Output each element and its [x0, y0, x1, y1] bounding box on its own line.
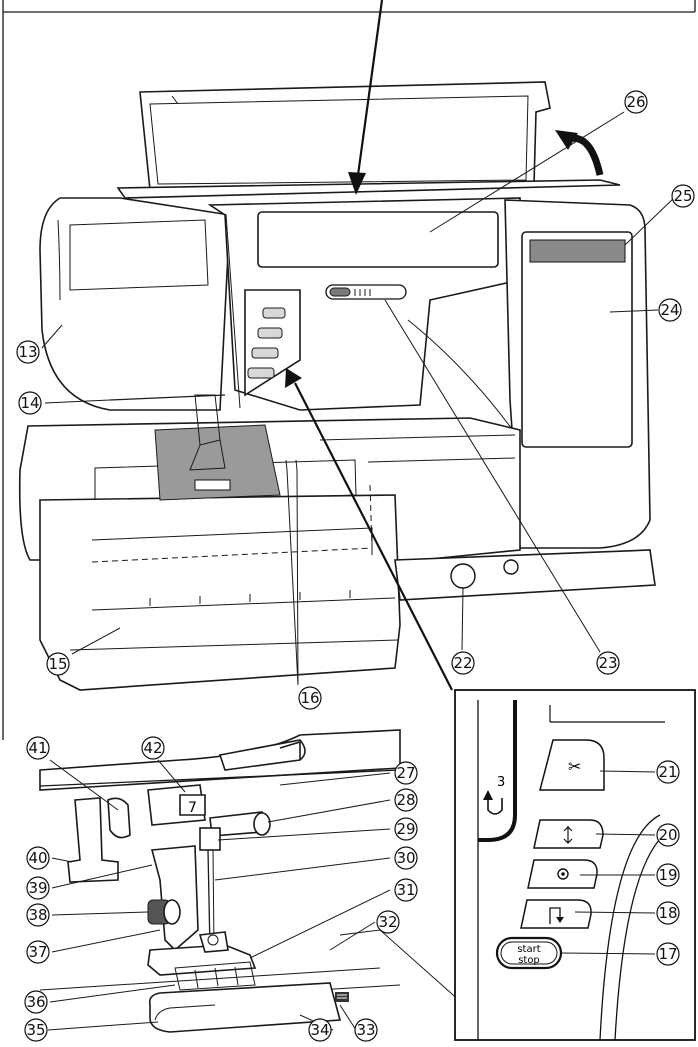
callout-42: 42 — [141, 736, 165, 760]
top-frame — [2, 0, 696, 740]
foot-control-jack — [503, 559, 519, 575]
callout-40: 40 — [26, 846, 50, 870]
callout-label: 16 — [300, 689, 319, 707]
callout-16: 16 — [298, 686, 322, 710]
reverse-stitch-icon — [549, 907, 561, 924]
reverse-arrow-icon — [487, 798, 503, 815]
callout-label: 29 — [396, 820, 415, 838]
callout-23: 23 — [596, 651, 620, 675]
visual-touch-display — [529, 239, 626, 263]
scissors-icon: ✂ — [568, 757, 581, 776]
stop-label: stop — [518, 955, 540, 966]
callout-22: 22 — [451, 651, 475, 675]
presser-foot-detail: 7 — [39, 729, 471, 1033]
callout-36: 36 — [24, 990, 48, 1014]
touch-screen — [521, 231, 633, 448]
callout-37: 37 — [26, 940, 50, 964]
detail-leader-lines — [47, 759, 391, 1031]
callout-label: 37 — [28, 943, 47, 961]
callout-label: 32 — [378, 913, 397, 931]
callout-17: 17 — [656, 942, 680, 966]
lock-stitch-icon — [557, 868, 569, 880]
callout-28: 28 — [394, 788, 418, 812]
callout-label: 21 — [658, 763, 677, 781]
callout-label: 30 — [396, 849, 415, 867]
strip-button-1[interactable] — [262, 307, 286, 319]
strip-button-3[interactable] — [251, 347, 279, 359]
callout-27: 27 — [394, 761, 418, 785]
callout-label: 42 — [143, 739, 162, 757]
needle-plate — [154, 424, 281, 501]
callout-label: 14 — [20, 394, 39, 412]
callout-label: 15 — [48, 655, 67, 673]
foot-number-label: 7 — [188, 800, 197, 816]
callout-20: 20 — [656, 823, 680, 847]
callout-label: 34 — [310, 1021, 329, 1039]
callout-18: 18 — [656, 901, 680, 925]
reverse-mark-label: 3 — [497, 775, 505, 790]
callout-14: 14 — [18, 391, 42, 415]
callout-32: 32 — [376, 910, 400, 934]
callout-label: 28 — [396, 791, 415, 809]
callout-label: 35 — [26, 1021, 45, 1039]
needle-up-down-button[interactable] — [533, 819, 604, 849]
inset-leader-lines — [560, 770, 656, 955]
callout-label: 39 — [28, 879, 47, 897]
callout-29: 29 — [394, 817, 418, 841]
ruler-ticks — [149, 590, 351, 606]
start-label: start — [517, 944, 540, 955]
top-cover — [139, 81, 551, 191]
start-stop-button[interactable]: start stop — [495, 936, 563, 970]
locking-stitch-button[interactable] — [527, 859, 598, 889]
callout-25: 25 — [671, 184, 695, 208]
leader-lines — [41, 111, 677, 686]
callout-label: 23 — [598, 654, 617, 672]
callout-label: 33 — [356, 1021, 375, 1039]
face-plate — [39, 197, 231, 411]
callout-label: 22 — [453, 654, 472, 672]
strip-button-4[interactable] — [247, 367, 275, 379]
callout-numbers: 13 14 15 16 17 18 19 20 21 22 23 24 25 26 27 28 29 30 31 32… — [16, 90, 695, 1042]
callout-35: 35 — [24, 1018, 48, 1042]
knee-lifter-socket — [450, 563, 476, 589]
callout-24: 24 — [658, 298, 682, 322]
callout-13: 13 — [16, 340, 40, 364]
callout-34: 34 — [308, 1018, 332, 1042]
buttonhole-lever-fixture — [67, 797, 119, 883]
callout-label: 26 — [626, 93, 645, 111]
callout-15: 15 — [46, 652, 70, 676]
callout-label: 13 — [18, 343, 37, 361]
callout-label: 38 — [28, 906, 47, 924]
callout-label: 36 — [26, 993, 45, 1011]
callout-21: 21 — [656, 760, 680, 784]
callout-label: 27 — [396, 764, 415, 782]
callout-label: 40 — [28, 849, 47, 867]
callout-30: 30 — [394, 846, 418, 870]
callout-label: 25 — [673, 187, 692, 205]
callout-label: 41 — [28, 739, 47, 757]
strip-button-2[interactable] — [257, 327, 283, 339]
reverse-button[interactable] — [520, 899, 592, 929]
lcd-panel — [257, 211, 499, 268]
callout-label: 31 — [396, 881, 415, 899]
callout-26: 26 — [624, 90, 648, 114]
callout-33: 33 — [354, 1018, 378, 1042]
callout-38: 38 — [26, 903, 50, 927]
callout-label: 24 — [660, 301, 679, 319]
callout-31: 31 — [394, 878, 418, 902]
callout-label: 18 — [658, 904, 677, 922]
callout-41: 41 — [26, 736, 50, 760]
callout-39: 39 — [26, 876, 50, 900]
callout-label: 20 — [658, 826, 677, 844]
callout-19: 19 — [656, 863, 680, 887]
callout-label: 19 — [658, 866, 677, 884]
bobbin-cover — [148, 982, 342, 1033]
pointer-arrow — [356, 0, 384, 176]
thread-cutter-button[interactable]: ✂ — [539, 739, 605, 791]
callout-label: 17 — [658, 945, 677, 963]
sewing-machine-body — [18, 81, 656, 691]
